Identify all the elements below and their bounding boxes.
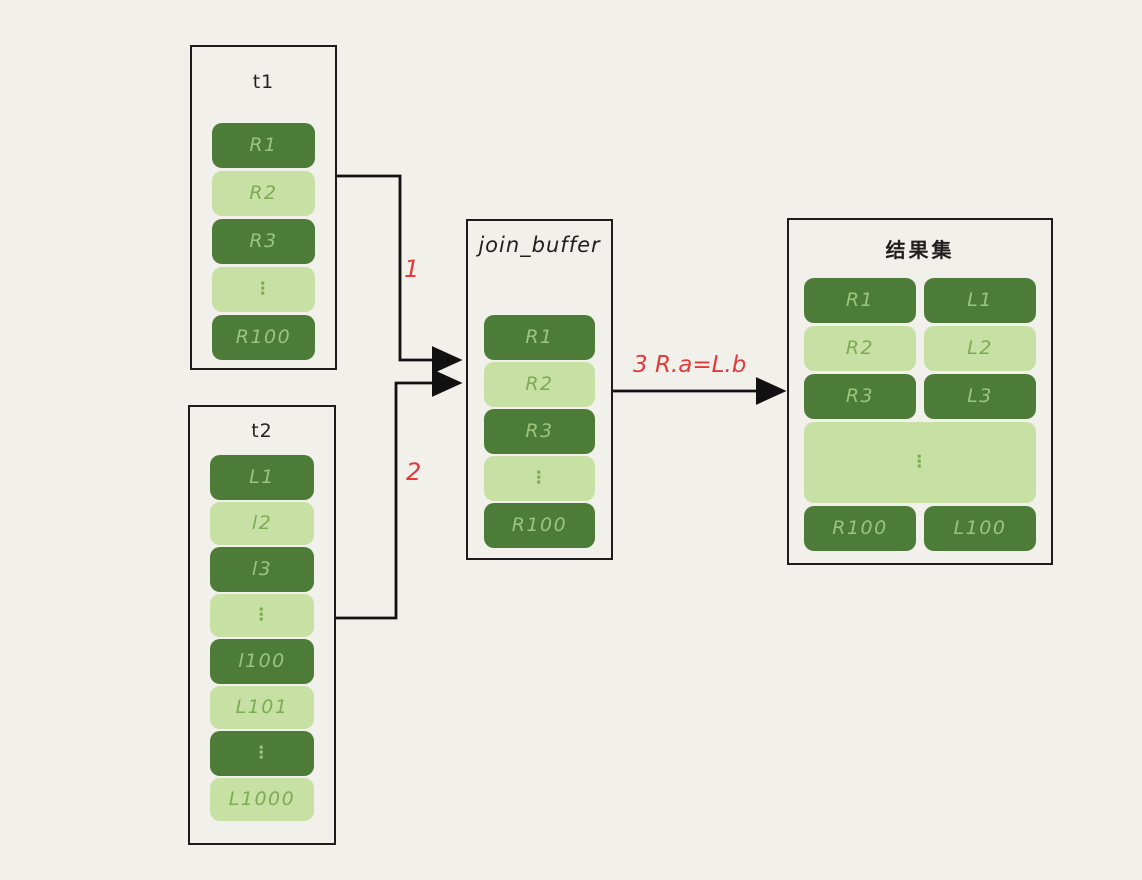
buffer-row: R100 [484, 503, 595, 548]
buffer-row: R2 [484, 362, 595, 407]
result-cell-left: R3 [804, 374, 916, 419]
table-row: R100 [212, 315, 315, 360]
table-row: R1 [212, 123, 315, 168]
table-row: l3 [210, 547, 314, 592]
buffer-row-ellipsis: ⋮ [484, 456, 595, 501]
table-t2-title: t2 [251, 420, 273, 442]
table-row: R2 [212, 171, 315, 216]
table-t2-box: t2 L1 l2 l3 ⋮ l100 L101 ⋮ L1000 [188, 405, 336, 845]
buffer-row: R1 [484, 315, 595, 360]
table-t2-rows: L1 l2 l3 ⋮ l100 L101 ⋮ L1000 [190, 455, 334, 821]
result-row: R100 L100 [804, 506, 1036, 551]
table-row: R3 [212, 219, 315, 264]
step-label-1: 1 [404, 255, 420, 283]
result-set-rows: R1 L1 R2 L2 R3 L3 ⋮ R100 L100 [789, 278, 1051, 551]
result-set-title: 结果集 [885, 238, 955, 262]
step-label-3-condition: 3 R.a=L.b [633, 352, 747, 378]
table-row: l100 [210, 639, 314, 684]
result-cell-right: L3 [924, 374, 1036, 419]
result-cell-left: R100 [804, 506, 916, 551]
table-row: L1 [210, 455, 314, 500]
result-cell-right: L100 [924, 506, 1036, 551]
join-buffer-rows: R1 R2 R3 ⋮ R100 [468, 315, 611, 548]
table-row: L1000 [210, 778, 314, 821]
result-set-box: 结果集 R1 L1 R2 L2 R3 L3 ⋮ R100 L100 [787, 218, 1053, 565]
result-row: R3 L3 [804, 374, 1036, 419]
arrow-t1-to-join-buffer [337, 174, 463, 374]
table-t1-title: t1 [252, 71, 275, 93]
table-t1-rows: R1 R2 R3 ⋮ R100 [192, 123, 335, 360]
table-row-ellipsis: ⋮ [210, 594, 314, 637]
join-buffer-box: join_buffer R1 R2 R3 ⋮ R100 [466, 219, 613, 560]
table-row-ellipsis: ⋮ [212, 267, 315, 312]
join-buffer-title: join_buffer [478, 233, 601, 257]
result-cell-left: R2 [804, 326, 916, 371]
table-t1-box: t1 R1 R2 R3 ⋮ R100 [190, 45, 337, 370]
result-row-ellipsis: ⋮ [804, 422, 1036, 503]
table-row-ellipsis: ⋮ [210, 731, 314, 776]
result-cell-left: R1 [804, 278, 916, 323]
table-row: L101 [210, 686, 314, 729]
buffer-row: R3 [484, 409, 595, 454]
result-row: R1 L1 [804, 278, 1036, 323]
result-row: R2 L2 [804, 326, 1036, 371]
result-cell-right: L1 [924, 278, 1036, 323]
arrow-t2-to-join-buffer [336, 369, 463, 620]
step-label-2: 2 [406, 458, 422, 486]
table-row: l2 [210, 502, 314, 545]
result-cell-right: L2 [924, 326, 1036, 371]
